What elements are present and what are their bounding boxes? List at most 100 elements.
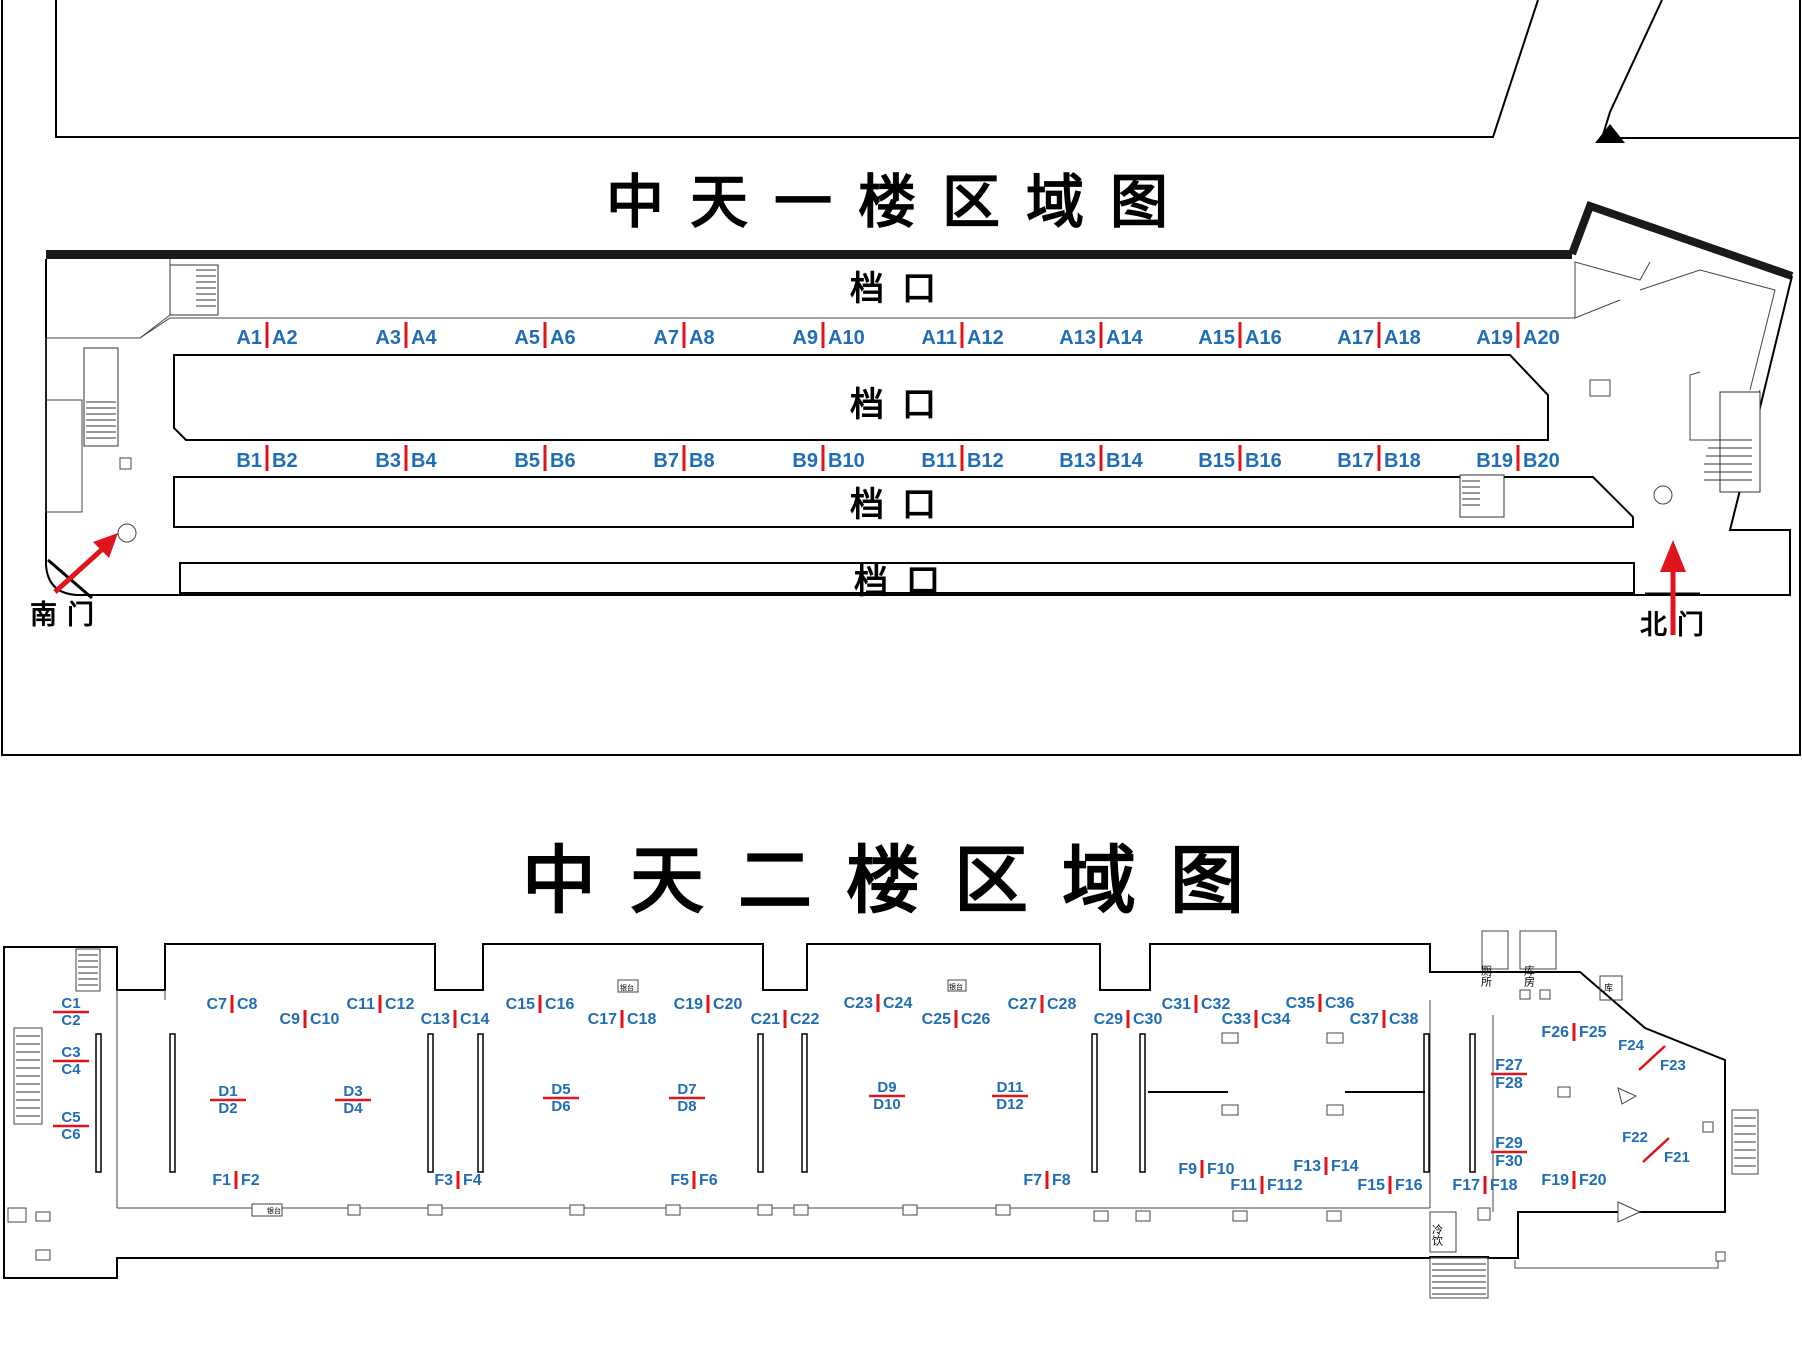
stall-label: F26: [1541, 1024, 1569, 1041]
store-small-label: 库: [1604, 982, 1613, 994]
stall-label: F15: [1357, 1177, 1385, 1194]
stall-label: A14: [1106, 327, 1144, 349]
stair-1: [169, 264, 219, 316]
stall-label: B1: [236, 450, 262, 472]
stall-label: F10: [1207, 1161, 1235, 1178]
counter-label-2: 银台: [949, 982, 963, 991]
stall-label: A19: [1476, 327, 1513, 349]
stair-2f-3-steps: [1734, 1117, 1756, 1167]
stall-label: B11: [921, 450, 957, 472]
zone-block-2: [173, 354, 1549, 441]
stair-3: [1459, 474, 1505, 518]
stall-label: D9: [877, 1079, 896, 1096]
stall-label: A8: [689, 327, 715, 349]
stall-label: F11: [1230, 1177, 1257, 1194]
stall-label: A10: [828, 327, 865, 349]
stall-label: C33: [1222, 1011, 1251, 1028]
toilet-room: [1481, 930, 1509, 970]
stall-label: F17: [1452, 1177, 1480, 1194]
stall-label: C22: [790, 1011, 819, 1028]
stall-label: D11: [997, 1079, 1024, 1096]
stall-label: D8: [677, 1098, 696, 1115]
stall-label: D7: [677, 1081, 696, 1098]
stair-2: [83, 347, 119, 447]
north-door-arrowhead: [1660, 540, 1686, 572]
floor1-outline: [45, 259, 1793, 596]
north-pointer: [1595, 124, 1625, 143]
stall-label: B6: [550, 450, 576, 472]
floor2-partitions: [95, 1033, 1476, 1173]
stall-label: A1: [236, 327, 262, 349]
counter-label-1: 银台: [620, 983, 634, 992]
south-door-arrow: [53, 542, 110, 594]
stall-label: B7: [653, 450, 679, 472]
stall-label: B19: [1476, 450, 1513, 472]
stall-label: A18: [1384, 327, 1421, 349]
stall-label: C5: [61, 1109, 80, 1126]
storage-label: 库房: [1523, 965, 1536, 988]
floor2-right-lower-wall: [1514, 1258, 1719, 1269]
stall-label: C25: [922, 1011, 951, 1028]
stair-2-steps: [86, 401, 116, 439]
stair-1-steps: [196, 269, 216, 307]
stall-label: B14: [1106, 450, 1144, 472]
south-door-arrowhead: [93, 533, 118, 558]
stall-label: C31: [1162, 996, 1191, 1013]
zone-block-3: [173, 476, 1634, 528]
stall-label: A3: [375, 327, 401, 349]
stall-label: C17: [588, 1011, 617, 1028]
zone-label-2: 档口: [850, 385, 954, 425]
stall-label: D5: [551, 1081, 570, 1098]
stall-label: F24: [1618, 1037, 1645, 1054]
stall-label: B4: [411, 450, 437, 472]
stair-4-steps: [1704, 439, 1752, 481]
stair-2f-1: [75, 948, 101, 992]
counter-label-3: 银台: [267, 1206, 281, 1215]
floor1-plan: 中天一楼区域图: [1, 0, 1801, 756]
stall-label: C2: [61, 1012, 80, 1029]
stall-label: A5: [514, 327, 540, 349]
stall-label: A11: [921, 327, 957, 349]
stair-2f-2: [13, 1027, 43, 1125]
north-door-label: 北门: [1640, 610, 1714, 641]
stall-label: B12: [967, 450, 1004, 472]
stall-label: C37: [1350, 1011, 1379, 1028]
stall-label: C36: [1325, 995, 1354, 1012]
stall-label: F18: [1490, 1177, 1518, 1194]
stall-label: F27: [1495, 1057, 1523, 1074]
stall-label: F28: [1495, 1075, 1523, 1092]
zone-block-4: [179, 562, 1635, 594]
stall-label: A13: [1059, 327, 1096, 349]
floor2-plan: 中天二楼区域图 厕所 库房 库 冷饮: [3, 838, 1759, 1299]
stall-label: A17: [1337, 327, 1374, 349]
stall-label: D3: [343, 1083, 362, 1100]
stall-label: A15: [1198, 327, 1235, 349]
floor1-upper-corridor: [139, 299, 1621, 339]
stall-label: C6: [61, 1126, 80, 1143]
stall-label: F25: [1579, 1024, 1607, 1041]
stall-label: C1: [61, 995, 80, 1012]
stall-label: C8: [237, 996, 258, 1013]
stall-label: F30: [1495, 1153, 1523, 1170]
stair-4: [1719, 391, 1761, 493]
stair-2f-1-steps: [78, 954, 98, 986]
stall-label: C23: [844, 995, 873, 1012]
stall-label: C27: [1008, 996, 1037, 1013]
stall-label: F7: [1023, 1172, 1042, 1189]
stall-label: F22: [1622, 1129, 1648, 1146]
floor1-title: 中天一楼区域图: [606, 168, 1194, 236]
stall-label: C30: [1133, 1011, 1162, 1028]
stall-label: C21: [751, 1011, 780, 1028]
stall-label: C24: [883, 995, 912, 1012]
column-south: [117, 523, 137, 543]
stall-label: C13: [421, 1011, 450, 1028]
stall-label: F9: [1178, 1161, 1197, 1178]
stall-label: B8: [689, 450, 715, 472]
cold-drinks-label: 冷饮: [1431, 1224, 1444, 1247]
pillar-1: [119, 457, 132, 470]
stall-label: D10: [873, 1096, 901, 1113]
stall-label: A2: [272, 327, 298, 349]
